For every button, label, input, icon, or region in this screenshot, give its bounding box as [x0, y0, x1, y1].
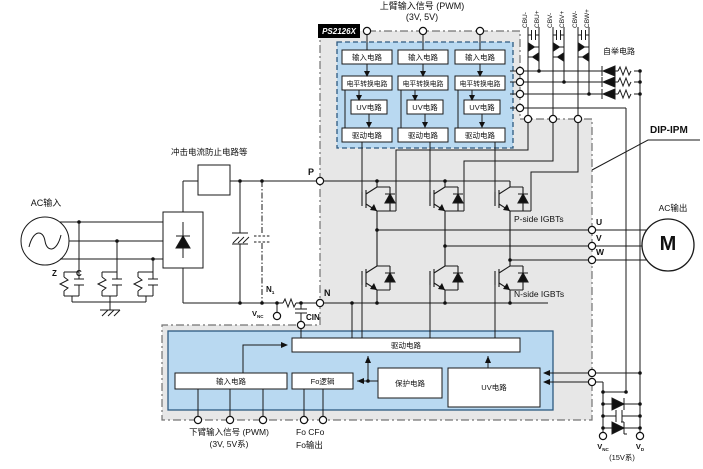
u-terminal-label: U [596, 217, 603, 227]
cap-label-cbu-plus: CBU+ [534, 10, 541, 28]
motor-label: M [659, 233, 677, 255]
n1-node-label: N1 [266, 285, 275, 296]
lower-module-boxes [174, 337, 541, 408]
p-side-igbts-label: P-side IGBTs [514, 214, 564, 224]
n-side-igbt-w [494, 265, 529, 303]
cap-label-cbv-plus: CBV+ [559, 10, 566, 28]
lower-input-voltage-label: (3V, 5V系) [209, 439, 249, 449]
inrush-label: 冲击电流防止电路等 [171, 147, 248, 157]
fo-logic-box: Fo逻辑 [310, 376, 335, 386]
z-label: Z [52, 269, 57, 278]
terminal-vdb-v [515, 77, 525, 87]
chip-name-tag: PS2126X [318, 24, 360, 38]
upper-input-circuit-v: 输入电路 [408, 52, 438, 62]
p-side-igbt-u [361, 181, 396, 266]
terminal-cin [296, 320, 306, 330]
terminal-vdb-u [515, 66, 525, 76]
c-label: C [76, 269, 82, 278]
terminal-vd-top [515, 103, 525, 113]
terminal-n [315, 298, 325, 308]
level-shift-circuit-v: 电平转换电路 [402, 81, 444, 88]
p-side-igbt-w [494, 181, 531, 266]
upper-uv-circuit-w: UV电路 [469, 102, 495, 112]
igbt-bridge [361, 181, 531, 303]
bootstrap-circuit-label: 自举电路 [603, 47, 635, 56]
level-shift-circuit-u: 电平转换电路 [346, 81, 388, 88]
lower-input-circuit: 输入电路 [216, 376, 246, 386]
vd-bottom-label: VD [635, 442, 645, 452]
w-terminal-label: W [596, 247, 605, 257]
vnc-bottom-label: VNC [597, 442, 609, 452]
upper-drive-circuit-u: 驱动电路 [352, 130, 382, 140]
pin-terminals [193, 26, 645, 441]
p-side-igbt-v [429, 181, 464, 266]
inrush-box [197, 164, 231, 196]
cin-label: CIN [306, 313, 320, 322]
n-side-igbts-label: N-side IGBTs [514, 289, 565, 299]
ac-output-label: AC输出 [658, 203, 688, 213]
upper-uv-circuit-v: UV电路 [412, 102, 438, 112]
n-node-label: N [324, 288, 331, 298]
wires [20, 35, 548, 338]
terminal-v [587, 241, 597, 251]
terminal-vd-bottom [635, 431, 645, 441]
vnc-left-label: VNC [252, 309, 264, 319]
terminal-vnc-left [272, 311, 282, 321]
ac-input-label: AC输入 [30, 198, 62, 208]
output-and-bootstrap-wires [197, 27, 700, 435]
terminal-vd-right [587, 368, 597, 378]
motor-circle [641, 218, 695, 272]
terminal-upper-input-3 [475, 26, 485, 36]
terminal-cbv [548, 114, 558, 124]
upper-input-signal-label: 上臂输入信号 (PWM) [379, 1, 465, 11]
upper-module-boxes [341, 49, 506, 143]
fo-output-label: Fo输出 [296, 440, 323, 450]
terminal-lower-input-2 [225, 415, 235, 425]
terminal-vnc-right [587, 377, 597, 387]
fo-cfo-label: Fo CFo [296, 427, 325, 437]
terminal-cfo [318, 415, 328, 425]
upper-input-circuit-w: 输入电路 [465, 52, 495, 62]
supply-voltage-label: (15V系) [609, 453, 635, 462]
n-side-igbt-v [429, 265, 464, 303]
terminal-w [587, 255, 597, 265]
protection-circuit-box: 保护电路 [395, 378, 425, 388]
terminal-upper-input-1 [362, 26, 372, 36]
v-terminal-label: V [596, 233, 602, 243]
cap-label-cbv-minus: CBV- [547, 12, 554, 28]
cap-label-cbu-minus: CBU- [522, 12, 529, 28]
terminal-lower-input-3 [258, 415, 268, 425]
terminal-cbw [573, 114, 583, 124]
terminal-lower-input-1 [193, 415, 203, 425]
n-side-igbt-u [361, 265, 396, 303]
level-shift-circuit-w: 电平转换电路 [459, 81, 501, 88]
lower-drive-circuit: 驱动电路 [391, 340, 421, 350]
dip-ipm-label: DIP-IPM [650, 125, 688, 136]
cap-label-cbw-minus: CBW- [572, 10, 579, 28]
terminal-u [587, 225, 597, 235]
upper-input-voltage-label: (3V, 5V) [405, 12, 439, 22]
upper-uv-circuit-u: UV电路 [356, 102, 382, 112]
terminal-cbu [523, 114, 533, 124]
terminal-upper-input-2 [418, 26, 428, 36]
upper-drive-circuit-v: 驱动电路 [408, 130, 438, 140]
terminal-vdb-w [515, 89, 525, 99]
upper-drive-circuit-w: 驱动电路 [465, 130, 495, 140]
junction-dots [77, 69, 642, 430]
upper-block-arrows [344, 64, 485, 128]
lower-input-signal-label: 下臂输入信号 (PWM) [189, 427, 269, 437]
p-node-label: P [308, 167, 315, 177]
terminal-p [315, 176, 325, 186]
terminal-vnc-bottom [598, 431, 608, 441]
cap-label-cbw-plus: CBW+ [584, 9, 591, 28]
terminal-fo [299, 415, 309, 425]
lower-uv-circuit-box: UV电路 [481, 383, 507, 392]
upper-input-circuit-u: 输入电路 [352, 52, 382, 62]
